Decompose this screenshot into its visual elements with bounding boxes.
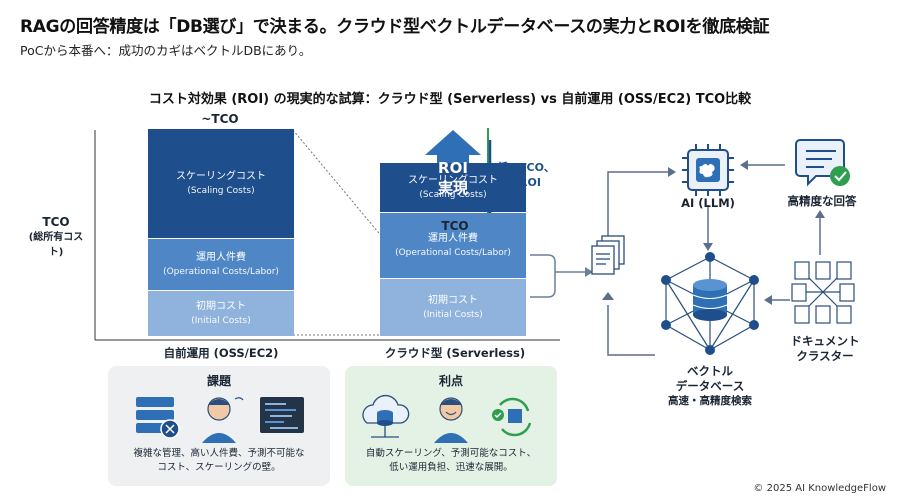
- bar-segment: 運用人件費 (Operational Costs/Labor): [380, 213, 526, 278]
- roi-label: ROI 実現: [437, 158, 469, 198]
- document-cluster-icon: [791, 261, 855, 324]
- docs-to-ai-arrow: [668, 167, 676, 177]
- chart-title: コスト対効果 (ROI) の現実的な試算：クラウド型 (Serverless) …: [148, 92, 752, 107]
- cluster-label-line1: ドキュメント: [790, 334, 860, 348]
- page-subtitle: PoCから本番へ：成功のカギはベクトルDBにあり。: [20, 43, 312, 58]
- vectordb-sublabel: 高速・高精度検索: [668, 395, 752, 407]
- vectordb-label: ベクトル データベース 高速・高精度検索: [650, 364, 770, 409]
- cluster-to-answer-arrow: [815, 210, 825, 218]
- bar-segment-label-en: (Initial Costs): [423, 309, 483, 320]
- happy-person-icon: [434, 397, 468, 443]
- bar-segment-label: 初期コスト: [196, 300, 246, 312]
- issues-text-line2: コスト、スケーリングの壁。: [157, 462, 281, 473]
- network-node: [749, 320, 759, 330]
- cluster-label: ドキュメント クラスター: [780, 334, 870, 364]
- vectordb-to-docs-arrow: [602, 292, 614, 300]
- issues-title: 課題: [206, 374, 231, 388]
- vectordb-label-line1: ベクトル: [687, 364, 733, 378]
- bar-segment: 初期コスト (Initial Costs): [148, 291, 294, 336]
- bar-segment-label: 運用人件費: [428, 232, 478, 244]
- vectordb-to-docs-line: [607, 305, 655, 356]
- network-node: [661, 320, 671, 330]
- bar-segment-label: スケーリングコスト: [408, 174, 498, 186]
- bracket-connector: [530, 254, 556, 298]
- document-stack-icon: [591, 235, 625, 275]
- network-node: [705, 345, 715, 355]
- benefits-text-line1: 自動スケーリング、予測可能なコスト、: [365, 448, 537, 459]
- chat-answer-icon: [795, 139, 850, 187]
- bar-segment-label-en: (Operational Costs/Labor): [395, 247, 511, 258]
- roi-note: 低いTCO、 高いROI: [497, 160, 559, 190]
- bar-segment-label: 初期コスト: [428, 294, 478, 306]
- bar-segment: 初期コスト (Initial Costs): [380, 279, 526, 336]
- stressed-person-icon: [202, 397, 244, 443]
- answer-label: 高精度な回答: [787, 194, 857, 208]
- page-title: RAGの回答精度は「DB選び」で決まる。クラウド型ベクトルデータベースの実力とR…: [20, 17, 770, 37]
- roi-label-line2: 実現: [437, 179, 468, 197]
- bar-segment: スケーリングコスト (Scaling Costs): [148, 129, 294, 238]
- bar-segment-label-en: (Operational Costs/Labor): [163, 266, 279, 277]
- cluster-label-line2: クラスター: [796, 349, 854, 363]
- roi-note-line2: 高いROI: [497, 176, 541, 189]
- code-screen-icon: [260, 397, 304, 433]
- auto-cycle-icon: [492, 397, 532, 437]
- vectordb-label-line2: データベース: [675, 379, 745, 393]
- bar-segment-label-en: (Initial Costs): [191, 315, 251, 326]
- cloud-database-icon: [362, 394, 410, 438]
- cluster-to-vectordb-arrow: [764, 295, 772, 305]
- benefits-icons: [362, 394, 532, 443]
- benefits-text: 自動スケーリング、予測可能なコスト、 低い運用負担、迅速な展開。: [345, 447, 557, 475]
- ai-chip-icon: [682, 144, 734, 196]
- answer-to-ai-arrow: [740, 160, 748, 170]
- issues-panel: 課題 複雑な管理、高い人件費、予測不可能な コスト、スケーリングの壁。: [108, 366, 330, 486]
- y-axis-subtitle: (総所有コスト): [28, 232, 84, 258]
- issues-icons: [136, 397, 304, 443]
- right-total-label: TCO: [441, 219, 469, 233]
- network-node: [749, 275, 759, 285]
- ai-llm-label: AI (LLM): [681, 196, 735, 210]
- diagram-connectors: [607, 164, 821, 356]
- y-axis-title: TCO: [42, 215, 70, 229]
- comparison-connector-top: [292, 129, 384, 239]
- roi-note-line1: 低いTCO、: [497, 161, 555, 174]
- bar-segment-label: スケーリングコスト: [176, 170, 266, 182]
- copyright: © 2025 AI KnowledgeFlow: [753, 483, 886, 494]
- issues-text: 複雑な管理、高い人件費、予測不可能な コスト、スケーリングの壁。: [108, 447, 330, 475]
- bar-segment-label-en: (Scaling Costs): [187, 185, 255, 196]
- x-tick-label-cloud: クラウド型 (Serverless): [384, 346, 526, 360]
- bar-to-docs-arrow: [585, 267, 593, 277]
- bar-segment: スケーリングコスト (Scaling Costs): [380, 163, 526, 212]
- server-error-icon: [136, 397, 180, 439]
- left-total-label: ~TCO: [201, 112, 239, 126]
- database-icon: [692, 279, 728, 321]
- bar-segment: 運用人件費 (Operational Costs/Labor): [148, 239, 294, 290]
- benefits-title: 利点: [438, 374, 463, 388]
- bar-segment-label-en: (Scaling Costs): [419, 189, 487, 200]
- benefits-text-line2: 低い運用負担、迅速な展開。: [389, 462, 513, 473]
- x-tick-label-self-hosted: 自前運用 (OSS/EC2): [163, 346, 279, 360]
- network-node: [661, 275, 671, 285]
- docs-to-ai-line: [607, 171, 672, 240]
- bar-segment-label: 運用人件費: [196, 251, 246, 263]
- network-node: [705, 252, 715, 262]
- vector-network-nodes: [661, 252, 759, 355]
- ai-to-vectordb-arrow: [703, 243, 713, 251]
- benefits-panel: 利点 自動スケーリング、予測可能なコスト、 低い運用負担、迅速な展開。: [345, 366, 557, 486]
- issues-text-line1: 複雑な管理、高い人件費、予測不可能な: [133, 448, 305, 459]
- roi-label-line1: ROI: [438, 159, 468, 177]
- y-axis-label: TCO (総所有コスト): [24, 215, 88, 260]
